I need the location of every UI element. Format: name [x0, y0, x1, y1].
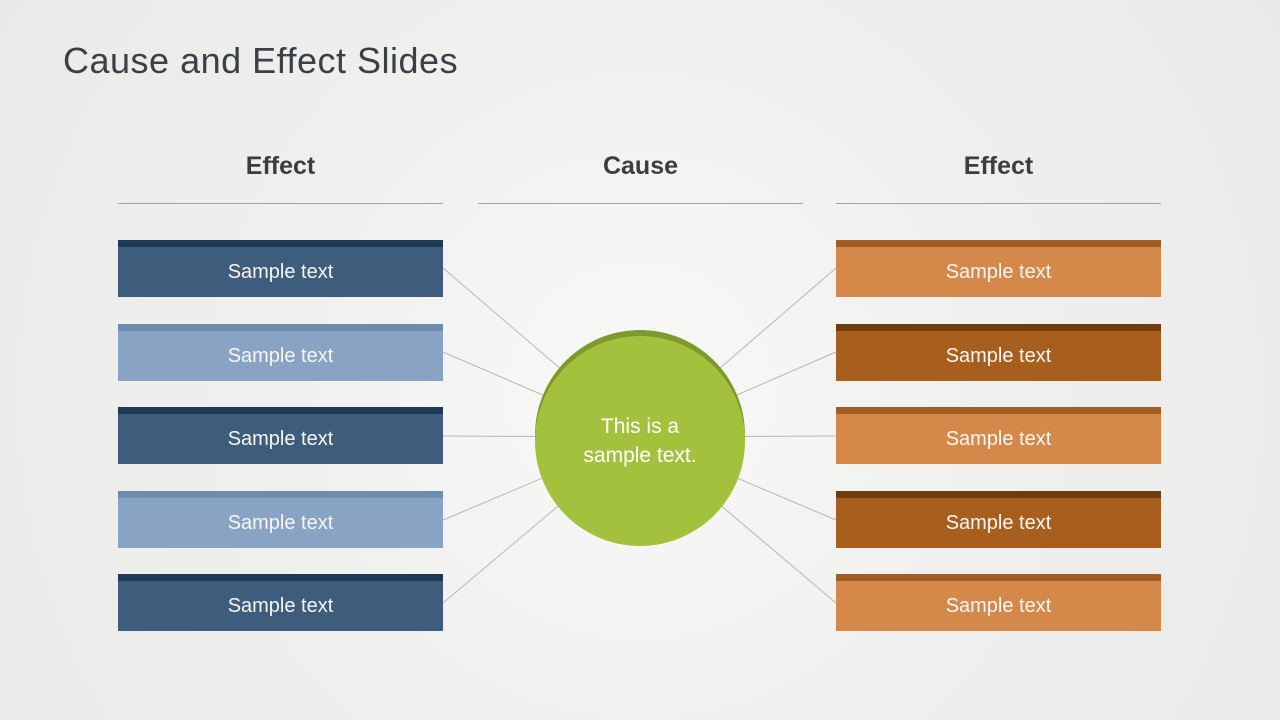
effect-bar-label: Sample text [227, 260, 334, 283]
cause-circle-body: This is a sample text. [535, 336, 745, 546]
effect-bar-right-2: Sample text [836, 324, 1161, 381]
effect-bar-label: Sample text [227, 594, 334, 617]
effect-bar-label: Sample text [945, 511, 1052, 534]
cause-circle-text: This is a sample text. [583, 414, 697, 467]
effect-bar-left-5: Sample text [118, 574, 443, 631]
effect-bar-label: Sample text [945, 344, 1052, 367]
column-header-cause: Cause [602, 152, 679, 180]
header-underline-left [118, 203, 443, 204]
header-underline-center [478, 203, 803, 204]
effect-bar-label: Sample text [227, 344, 334, 367]
effect-bar-right-4: Sample text [836, 491, 1161, 548]
effect-bar-label: Sample text [227, 511, 334, 534]
effect-bar-right-1: Sample text [836, 240, 1161, 297]
effect-bar-label: Sample text [945, 427, 1052, 450]
header-underline-right [836, 203, 1161, 204]
effect-bar-right-5: Sample text [836, 574, 1161, 631]
effect-bar-left-1: Sample text [118, 240, 443, 297]
effect-bar-left-3: Sample text [118, 407, 443, 464]
column-header-effect-left: Effect [245, 152, 316, 180]
effect-bar-left-4: Sample text [118, 491, 443, 548]
effect-bar-label: Sample text [945, 260, 1052, 283]
cause-circle: This is a sample text. [535, 330, 745, 546]
effect-bar-left-2: Sample text [118, 324, 443, 381]
slide-title: Cause and Effect Slides [63, 40, 459, 81]
effect-bar-label: Sample text [945, 594, 1052, 617]
effect-bar-right-3: Sample text [836, 407, 1161, 464]
effect-bar-label: Sample text [227, 427, 334, 450]
column-header-effect-right: Effect [963, 152, 1034, 180]
